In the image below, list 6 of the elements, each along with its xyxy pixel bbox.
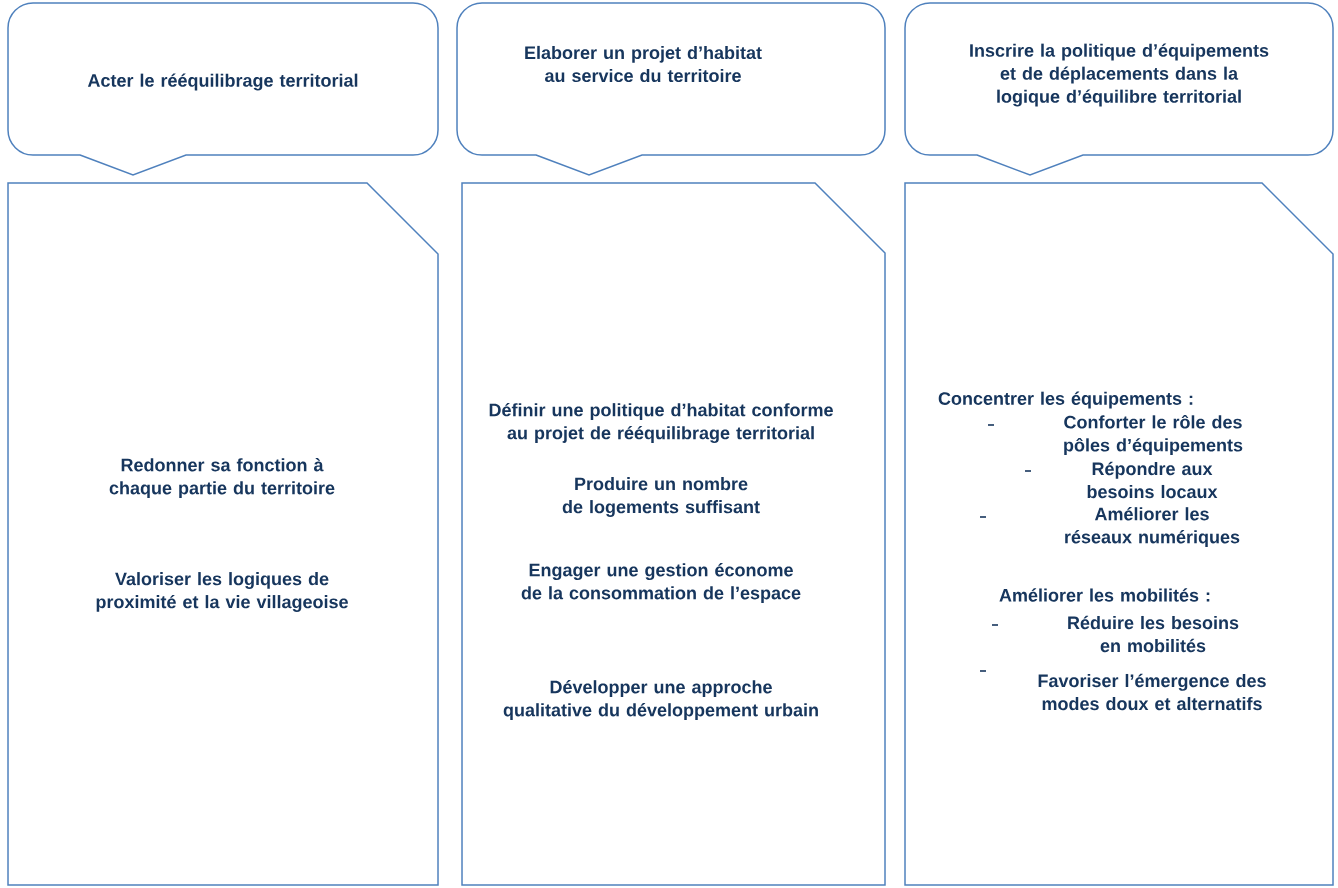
text-panel: Concentrer les équipements : Conforter le rôle des pôles d’équipements Répondre aux besoins locaux Améliorer les réseaux numériques Améliorer les mobilités : Réduire les besoins en mobilités Favoriser l’émergence des modes doux et alternatifs [904, 182, 1334, 886]
text-panel: Définir une politique d’habitat conforme au projet de rééquilibrage territorial Produire un nombre de logements suffisant Engager une gestion économe de la consommation de l’espace Développer une approche qualitative du développement urbain [461, 182, 886, 886]
speech-bubble: Elaborer un projet d’habitat au service du territoire [456, 2, 886, 176]
text-panel: Redonner sa fonction à chaque partie du territoire Valoriser les logiques de proximité et la vie villageoise [7, 182, 439, 886]
speech-bubble: Inscrire la politique d’équipements et de déplacements dans la logique d’équilibre territorial [904, 2, 1334, 176]
speech-bubble: Acter le rééquilibrage territorial [7, 2, 439, 176]
